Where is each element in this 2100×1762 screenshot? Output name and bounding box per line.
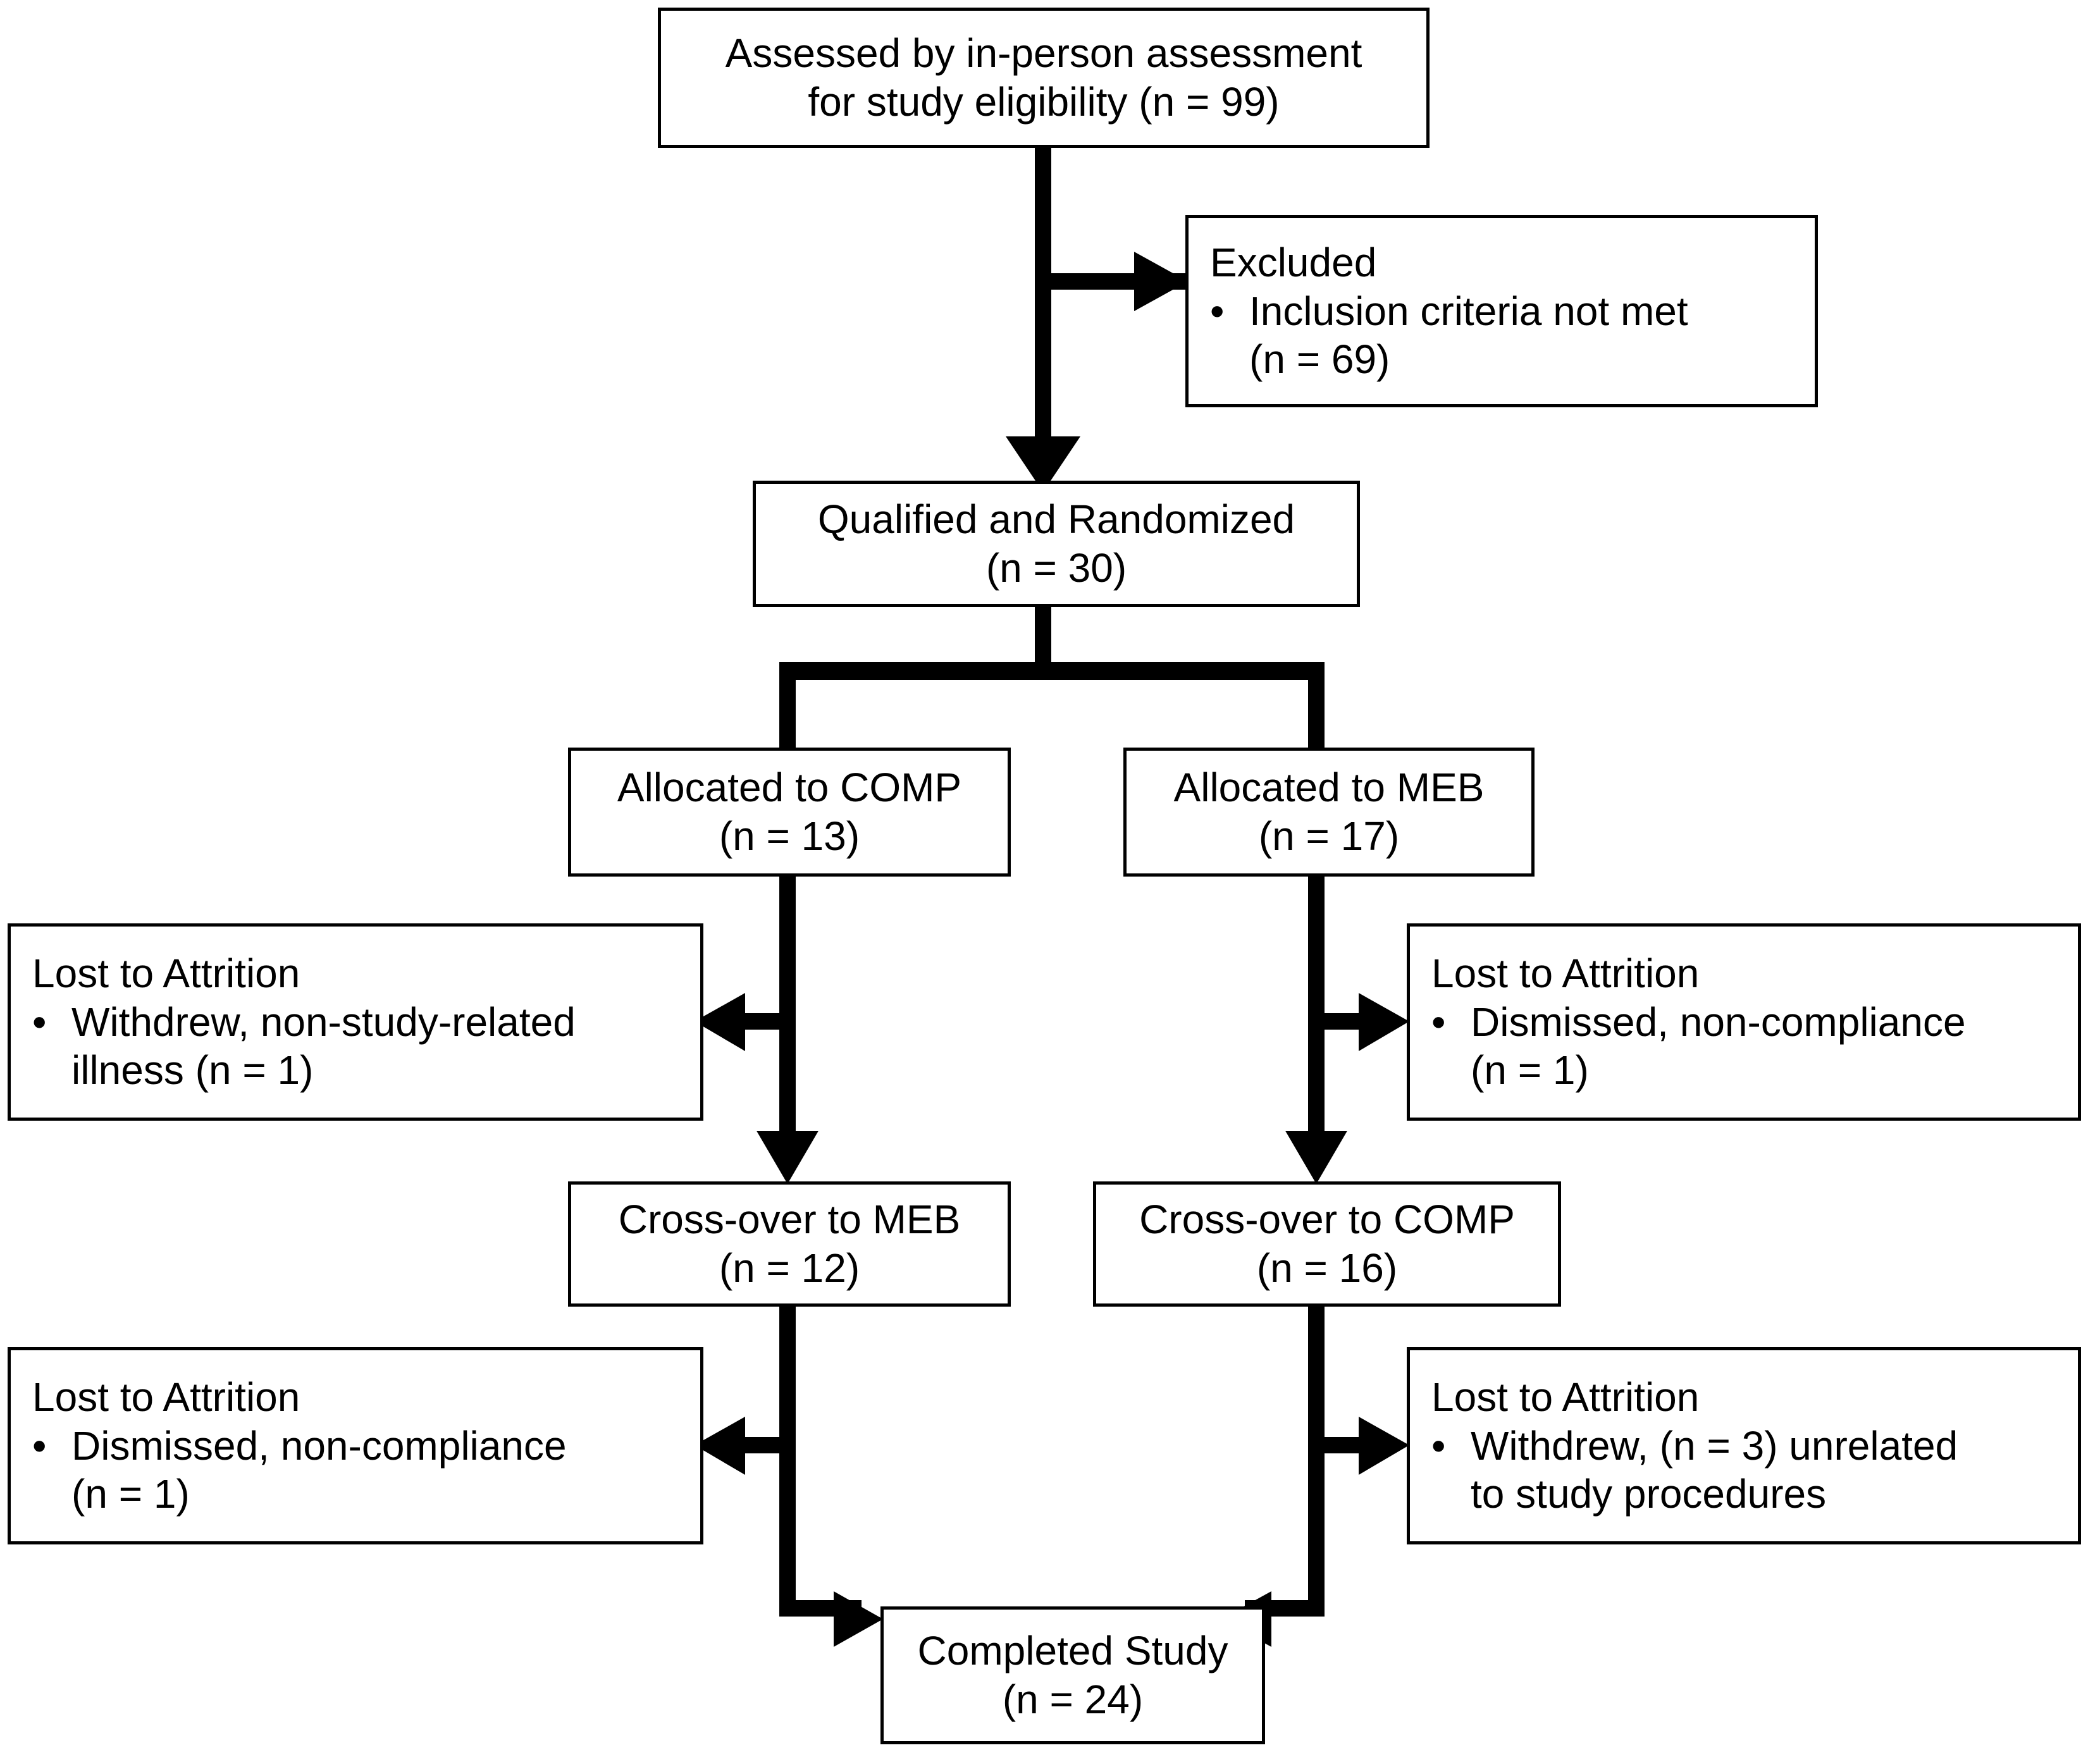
edge-allocmeb-to-crossovercomp xyxy=(1285,877,1347,1184)
assessed-line-2: for study eligibility (n = 99) xyxy=(808,79,1280,125)
node-allocated-to-meb: Allocated to MEB (n = 17) xyxy=(1123,748,1535,877)
node-attrition-right-2: Lost to Attrition • Withdrew, (n = 3) un… xyxy=(1407,1347,2081,1544)
edge-allocmeb-to-attritionright1 xyxy=(1316,993,1409,1051)
node-crossover-to-comp: Cross-over to COMP (n = 16) xyxy=(1093,1181,1561,1307)
attrition-right-1-bullet: • Dismissed, non-compliance (n = 1) xyxy=(1410,998,1966,1095)
attrition-left-1-bullet: • Withdrew, non-study-related illness (n… xyxy=(11,998,576,1095)
bullet-point-icon: • xyxy=(1431,999,1446,1045)
attrition-right-2-bullet-text: Withdrew, (n = 3) unrelated to study pro… xyxy=(1471,1422,1958,1519)
attrition-right-1-bullet-line-2: (n = 1) xyxy=(1471,1047,1589,1094)
attrition-right-2-heading: Lost to Attrition xyxy=(1431,1374,1700,1420)
edge-assessed-to-randomized xyxy=(1006,144,1080,492)
alloc-meb-line-1: Allocated to MEB xyxy=(1173,765,1485,811)
excluded-heading: Excluded xyxy=(1210,239,1377,285)
node-completed-study: Completed Study (n = 24) xyxy=(880,1606,1265,1744)
bullet-point-icon: • xyxy=(1431,1422,1446,1469)
edge-crossovermeb-to-completed xyxy=(779,1304,883,1647)
edge-alloccomp-to-crossovermeb xyxy=(757,877,818,1184)
crossover-meb-line-1: Cross-over to MEB xyxy=(618,1197,961,1243)
node-allocated-to-comp: Allocated to COMP (n = 13) xyxy=(568,748,1011,877)
crossover-comp-line-1: Cross-over to COMP xyxy=(1139,1197,1515,1243)
attrition-left-2-bullet-line-1: Dismissed, non-compliance xyxy=(71,1422,567,1469)
edge-crossovercomp-to-completed xyxy=(1221,1304,1325,1647)
node-crossover-to-meb: Cross-over to MEB (n = 12) xyxy=(568,1181,1011,1307)
attrition-right-2-bullet-line-1: Withdrew, (n = 3) unrelated xyxy=(1471,1422,1958,1469)
alloc-meb-line-2: (n = 17) xyxy=(1258,813,1400,859)
excluded-bullet-1-line-2: (n = 69) xyxy=(1249,336,1390,383)
bullet-point-icon: • xyxy=(32,1422,47,1469)
attrition-left-1-bullet-line-1: Withdrew, non-study-related xyxy=(71,999,576,1045)
attrition-left-2-bullet: • Dismissed, non-compliance (n = 1) xyxy=(11,1422,567,1519)
node-excluded: Excluded • Inclusion criteria not met (n… xyxy=(1185,215,1818,407)
attrition-right-1-bullet-text: Dismissed, non-compliance (n = 1) xyxy=(1471,998,1966,1095)
attrition-left-1-heading: Lost to Attrition xyxy=(32,950,300,996)
attrition-right-1-heading: Lost to Attrition xyxy=(1431,950,1700,996)
excluded-bullet-1-line-1: Inclusion criteria not met xyxy=(1249,288,1688,334)
crossover-meb-line-2: (n = 12) xyxy=(719,1245,860,1291)
edge-alloccomp-to-attritionleft1 xyxy=(695,993,788,1051)
excluded-bullet-1-text: Inclusion criteria not met (n = 69) xyxy=(1249,287,1688,385)
bullet-point-icon: • xyxy=(1210,288,1225,334)
crossover-comp-line-2: (n = 16) xyxy=(1256,1245,1398,1291)
node-assessed-for-eligibility: Assessed by in-person assessment for stu… xyxy=(658,8,1430,148)
attrition-left-2-bullet-line-2: (n = 1) xyxy=(71,1471,190,1517)
edge-crossovermeb-to-attritionleft2 xyxy=(695,1417,788,1475)
assessed-line-1: Assessed by in-person assessment xyxy=(725,30,1362,77)
edge-crossovercomp-to-attritionright2 xyxy=(1316,1417,1409,1475)
attrition-right-2-bullet-line-2: to study procedures xyxy=(1471,1471,1827,1517)
randomized-line-1: Qualified and Randomized xyxy=(817,496,1295,543)
attrition-left-2-bullet-text: Dismissed, non-compliance (n = 1) xyxy=(71,1422,567,1519)
node-attrition-left-1: Lost to Attrition • Withdrew, non-study-… xyxy=(8,923,703,1121)
bullet-point-icon: • xyxy=(32,999,47,1045)
alloc-comp-line-1: Allocated to COMP xyxy=(617,765,962,811)
node-attrition-left-2: Lost to Attrition • Dismissed, non-compl… xyxy=(8,1347,703,1544)
node-attrition-right-1: Lost to Attrition • Dismissed, non-compl… xyxy=(1407,923,2081,1121)
attrition-left-1-bullet-text: Withdrew, non-study-related illness (n =… xyxy=(71,998,576,1095)
excluded-bullet-1: • Inclusion criteria not met (n = 69) xyxy=(1189,287,1688,385)
node-qualified-and-randomized: Qualified and Randomized (n = 30) xyxy=(753,481,1360,607)
attrition-left-1-bullet-line-2: illness (n = 1) xyxy=(71,1047,314,1094)
randomized-line-2: (n = 30) xyxy=(985,545,1127,591)
attrition-right-1-bullet-line-1: Dismissed, non-compliance xyxy=(1471,999,1966,1045)
edge-assessed-to-excluded xyxy=(1043,252,1190,311)
attrition-left-2-heading: Lost to Attrition xyxy=(32,1374,300,1420)
attrition-right-2-bullet: • Withdrew, (n = 3) unrelated to study p… xyxy=(1410,1422,1958,1519)
completed-line-2: (n = 24) xyxy=(1002,1677,1144,1722)
completed-line-1: Completed Study xyxy=(917,1628,1228,1674)
alloc-comp-line-2: (n = 13) xyxy=(719,813,860,859)
